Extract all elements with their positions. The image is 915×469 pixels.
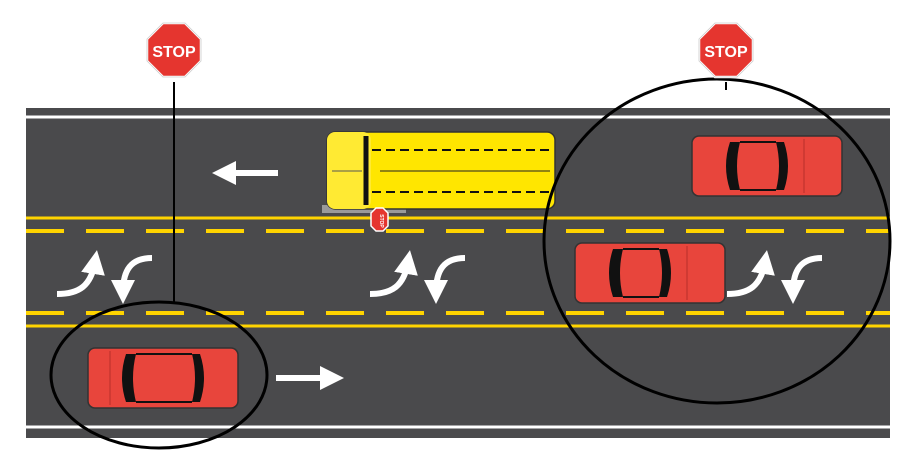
stop-sign-right-label: STOP xyxy=(704,44,748,61)
stop-sign-left: STOP xyxy=(145,21,203,79)
turn-down-left-icon xyxy=(424,255,466,304)
turn-up-right-icon xyxy=(56,250,105,297)
turn-arrows-left xyxy=(56,250,153,304)
car-middle-right xyxy=(574,242,726,304)
highlight-circle-right xyxy=(542,77,892,405)
turn-arrows-right xyxy=(726,250,823,304)
yellow-lane-lines-upper xyxy=(26,216,890,233)
turn-down-left-icon xyxy=(111,255,153,304)
yellow-lane-lines-lower xyxy=(26,311,890,328)
school-bus: STOP xyxy=(322,131,556,232)
turn-up-right-icon xyxy=(369,250,418,297)
highlight-circle-left xyxy=(49,300,269,450)
bus-stop-arm-label: STOP xyxy=(378,214,384,228)
turn-arrows-middle xyxy=(369,250,466,304)
car-bottom-left xyxy=(87,347,239,409)
turn-down-left-icon xyxy=(781,255,823,304)
bus-stop-arm: STOP xyxy=(370,207,389,232)
stop-sign-left-label: STOP xyxy=(152,44,196,61)
stop-sign-right: STOP xyxy=(697,21,755,79)
turn-up-right-icon xyxy=(726,250,775,297)
car-top-right xyxy=(691,135,843,197)
